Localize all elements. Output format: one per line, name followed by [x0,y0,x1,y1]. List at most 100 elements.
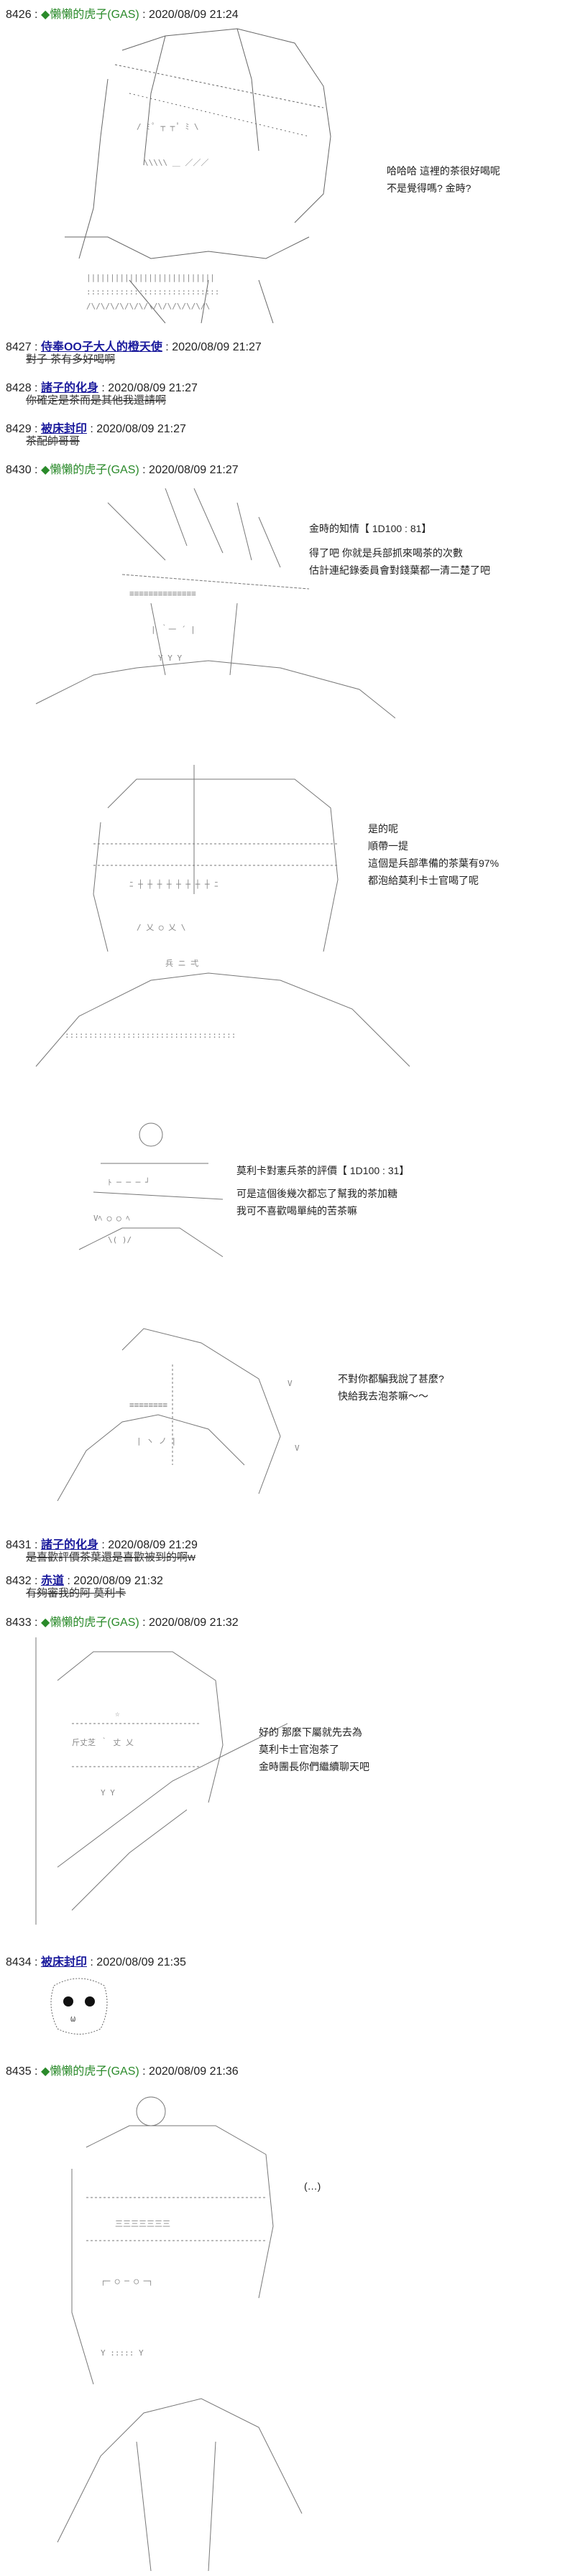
ascii-art-figure: ﾄ ─ ─ ─ ┘ Vﾍ ◯ ◯ ﾍ \( )/ [36,1120,237,1271]
svg-text:三三三三三三三: 三三三三三三三 [115,2219,170,2228]
post-date: : 2020/08/09 21:27 [90,423,186,435]
post-header-8434: 8434 : 被床封印 : 2020/08/09 21:35 [6,1952,186,1969]
post-header-8431: 8431 : 諸子的化身 : 2020/08/09 21:29 [6,1535,198,1552]
post-header-8429: 8429 : 被床封印 : 2020/08/09 21:27 [6,419,186,436]
dialog-line: 莫利卡對憲兵茶的評價【 1D100 : 31】 [236,1165,410,1176]
svg-text:| ヽ ノ |: | ヽ ノ | [137,1436,176,1446]
post-date: : 2020/08/09 21:27 [165,341,262,353]
svg-text:兵 ニ 弌: 兵 ニ 弌 [165,959,198,968]
post-number: 8433 : [6,1617,38,1629]
poster-name-link[interactable]: 諸子的化身 [40,382,98,394]
svg-text:\\\\\ ＿ ／／／: \\\\\ ＿ ／／／ [144,158,208,167]
svg-text:☆: ☆ [115,1709,120,1719]
poster-name-link[interactable]: 被床封印 [40,423,87,435]
post-number: 8431 : [6,1539,38,1551]
post-date: : 2020/08/09 21:29 [101,1539,198,1551]
svg-text:Vﾍ ◯ ◯ ﾍ: Vﾍ ◯ ◯ ﾍ [93,1214,130,1223]
dialog-line: 都泡給莫利卡士官喝了呢 [368,875,479,886]
ascii-art-svg: / ﾐ ﾟ ┬ ┬ ﾟ ﾐ \ \\\\\ ＿ ／／／ ||||||||||||… [65,28,331,323]
reply-text: 有夠審我的阿 莫利卡 [26,1587,126,1599]
post-date: : 2020/08/09 21:32 [67,1575,163,1587]
post-header-8426: 8426 : ◆懶懶的虎子(GAS) : 2020/08/09 21:24 [6,4,239,22]
dialog-line: 好的 那麼下屬就先去為 [259,1726,362,1738]
post-header-8430: 8430 : ◆懶懶的虎子(GAS) : 2020/08/09 21:27 [6,460,239,477]
dialog-line: 金時的知情【 1D100 : 81】 [309,523,432,534]
ascii-art-figure: ≡≡≡≡≡≡≡≡ | ヽ ノ | V V [29,1321,345,1522]
svg-text:\( )/: \( )/ [108,1235,132,1245]
post-number: 8428 : [6,382,38,394]
svg-text:::::::::::::::::::::::::::::::: :::::::::::::::::::::::::::::::::::: [65,1031,236,1040]
poster-name: ◆懶懶的虎子(GAS) [40,1617,139,1629]
reply-text: 茶配帥哥哥 [26,435,80,447]
post-number: 8435 : [6,2065,38,2078]
dialog-line: 金時團長你們繼續聊天吧 [259,1761,369,1772]
post-number: 8429 : [6,423,38,435]
ascii-art-figure: 三三三三三三三 ┌─ ◯ ─ ◯ ─┐ Y ::::: Y [29,2083,331,2571]
reply-text: 你確定是茶而是其他我還請啊 [26,394,167,406]
dialog-line: 這個是兵部準備的茶葉有97% [368,857,500,869]
reply-text: 對子 茶有多好喝啊 [26,353,116,366]
svg-text:::::::::::::::::::::::::::::: :::::::::::::::::::::::::::: [86,287,219,297]
post-number: 8427 : [6,341,38,353]
dialog-line: 不對你都騙我說了甚麼? [338,1373,444,1385]
dialog-line: 莫利卡士官泡茶了 [259,1744,339,1755]
dialog-line: 哈哈哈 這裡的茶很好喝呢 [387,165,500,177]
dialog-line: 估計連紀錄委員會對錢葉都一清二楚了吧 [309,564,490,576]
post-date: : 2020/08/09 21:35 [90,1956,186,1968]
poster-name-link[interactable]: 侍奉OO子大人的橙天使 [40,341,162,353]
poster-name: ◆懶懶的虎子(GAS) [40,464,139,476]
post-date: : 2020/08/09 21:24 [142,9,239,21]
svg-text:≡≡≡≡≡≡≡≡: ≡≡≡≡≡≡≡≡ [129,1400,167,1410]
svg-text:≡≡≡≡≡≡≡≡≡≡≡≡≡≡: ≡≡≡≡≡≡≡≡≡≡≡≡≡≡ [129,589,196,598]
ascii-art-figure: ☆ 斤丈芝 ｀ 丈 乂 Y Y [29,1637,288,1925]
svg-text:/ ﾐ ﾟ ┬ ┬ ﾟ ﾐ \: / ﾐ ﾟ ┬ ┬ ﾟ ﾐ \ [137,122,199,131]
svg-text:┌─ ◯ ─ ◯ ─┐: ┌─ ◯ ─ ◯ ─┐ [101,2277,153,2286]
dialog-line: 可是這個後幾次都忘了幫我的茶加糖 [236,1188,397,1199]
post-number: 8432 : [6,1575,38,1587]
dialog-8435: (…) [304,2177,321,2195]
post-header-8435: 8435 : ◆懶懶的虎子(GAS) : 2020/08/09 21:36 [6,2061,239,2078]
dialog-8433: 好的 那麼下屬就先去為 莫利卡士官泡茶了 金時團長你們繼續聊天吧 [259,1724,369,1775]
dialog-line: 不是覺得嗎? 金時? [387,182,472,194]
post-date: : 2020/08/09 21:27 [142,464,239,476]
svg-text:ω: ω [70,2014,75,2024]
post-header-8433: 8433 : ◆懶懶的虎子(GAS) : 2020/08/09 21:32 [6,1612,239,1629]
svg-text:Y ::::: Y: Y ::::: Y [101,2348,144,2358]
svg-text:ﾆ ┼ ┼ ┼ ┼ ┼ ┼ ┼ ┼ ﾆ: ﾆ ┼ ┼ ┼ ┼ ┼ ┼ ┼ ┼ ﾆ [129,879,218,889]
dialog-line: 得了吧 你就是兵部抓來喝茶的次數 [309,547,463,559]
svg-text:/ 乂 ◯ 乂 \: / 乂 ◯ 乂 \ [137,923,185,932]
dialog-8430-3: 莫利卡對憲兵茶的評價【 1D100 : 31】 可是這個後幾次都忘了幫我的茶加糖… [236,1162,409,1219]
post-number: 8426 : [6,9,38,21]
svg-text:斤丈芝 ｀ 丈 乂: 斤丈芝 ｀ 丈 乂 [72,1736,134,1747]
post-header-8427: 8427 : 侍奉OO子大人的橙天使 : 2020/08/09 21:27 [6,337,262,354]
poster-name-link[interactable]: 赤道 [40,1575,64,1587]
ascii-art-figure: ﾆ ┼ ┼ ┼ ┼ ┼ ┼ ┼ ┼ ﾆ / 乂 ◯ 乂 \ 兵 ニ 弌 ::::… [22,765,410,1074]
post-number: 8434 : [6,1956,38,1968]
reply-text: 是喜歡評價茶葉還是喜歡被到的啊w [26,1551,196,1563]
dialog-line: 順帶一提 [368,840,408,852]
post-date: : 2020/08/09 21:32 [142,1617,239,1629]
poster-name-link[interactable]: 被床封印 [40,1956,87,1968]
post-date: : 2020/08/09 21:36 [142,2065,239,2078]
ascii-art-face: ω [43,1971,115,2040]
poster-name: ◆懶懶的虎子(GAS) [40,2065,139,2078]
svg-text:Y Y Y: Y Y Y [158,654,182,663]
dialog-8426: 哈哈哈 這裡的茶很好喝呢 不是覺得嗎? 金時? [387,162,500,197]
dialog-line: (…) [304,2180,321,2192]
post-header-8428: 8428 : 諸子的化身 : 2020/08/09 21:27 [6,378,198,395]
post-date: : 2020/08/09 21:27 [101,382,198,394]
dialog-8430-2: 是的呢 順帶一提 這個是兵部準備的茶葉有97% 都泡給莫利卡士官喝了呢 [368,820,499,889]
dialog-line: 我可不喜歡喝單純的苦茶嘛 [236,1205,357,1217]
dialog-8430-4: 不對你都騙我說了甚麼? 快給我去泡茶嘛～～ [338,1370,444,1405]
poster-name-link[interactable]: 諸子的化身 [40,1539,98,1551]
svg-text:Y Y: Y Y [101,1788,115,1798]
post-number: 8430 : [6,464,38,476]
svg-text:ﾄ ─ ─ ─ ┘: ﾄ ─ ─ ─ ┘ [108,1177,150,1187]
dialog-line: 快給我去泡茶嘛～～ [338,1390,428,1402]
ascii-art-figure: ≡≡≡≡≡≡≡≡≡≡≡≡≡≡ | ｀一 ´ | Y Y Y [22,488,395,733]
svg-text:V: V [295,1443,300,1453]
svg-text:|||||||||||||||||||||||||||: ||||||||||||||||||||||||||| [86,273,215,282]
dialog-8430-1: 金時的知情【 1D100 : 81】 得了吧 你就是兵部抓來喝茶的次數 估計連紀… [309,520,490,579]
dialog-line: 是的呢 [368,823,398,834]
svg-text:/\/\/\/\/\/\/\/\/\/\/\/\/\: /\/\/\/\/\/\/\/\/\/\/\/\/\ [86,302,210,311]
